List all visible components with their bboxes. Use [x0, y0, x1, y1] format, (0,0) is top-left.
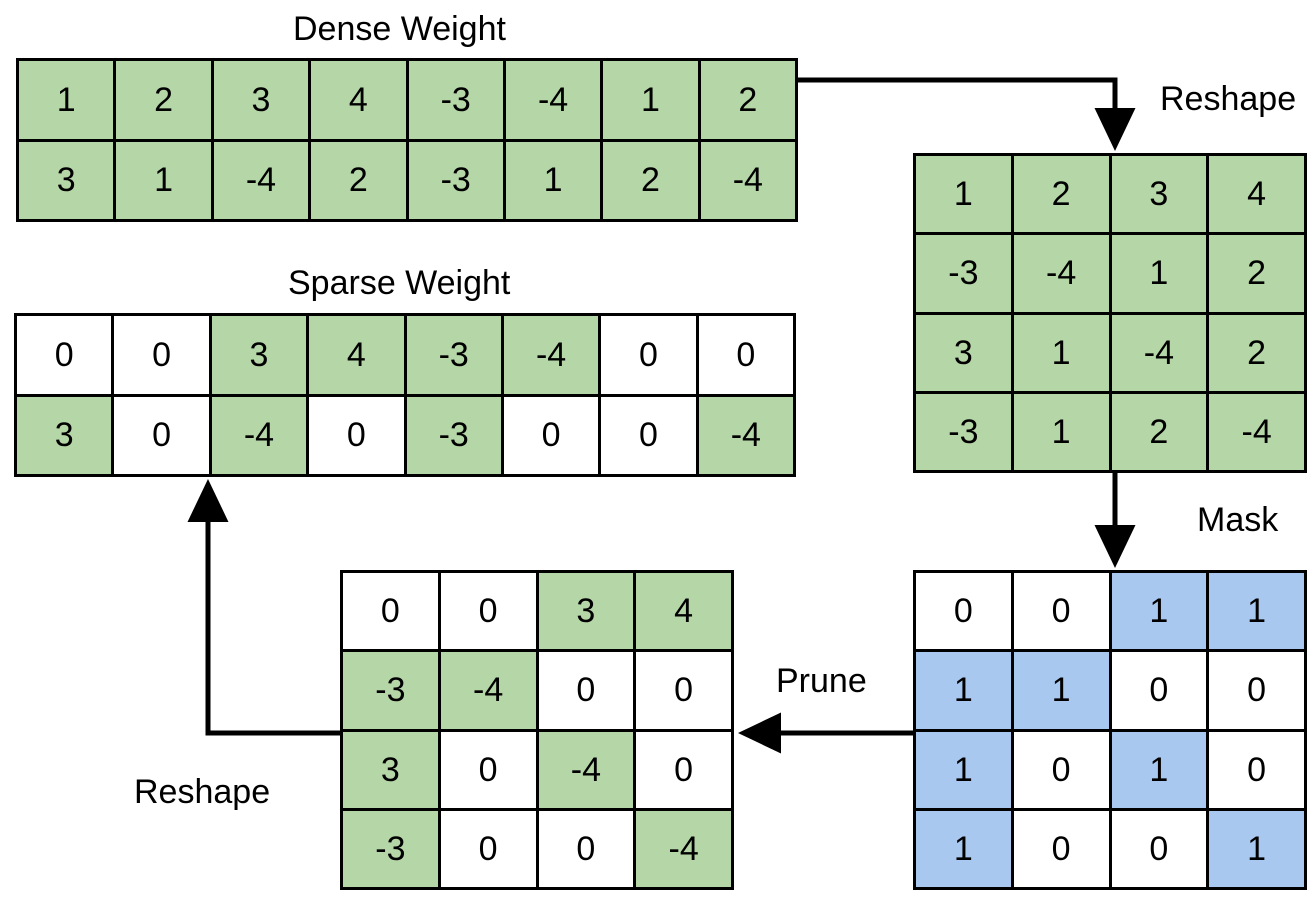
cell-mask-r3c2: 0	[1111, 810, 1207, 887]
cell-dense_weight-r1c6: 2	[603, 141, 698, 219]
cell-pruned_weight-r2c2: -4	[538, 731, 634, 808]
cell-pruned_weight-r2c0: 3	[343, 731, 438, 808]
cell-dense_weight-r1c7: -4	[700, 141, 795, 219]
cell-pruned_weight-r0c1: 0	[440, 573, 536, 650]
reshape-bottom-label: Reshape	[134, 773, 271, 811]
cell-reshaped_weight-r2c0: 3	[916, 314, 1011, 391]
cell-mask-r3c0: 1	[916, 810, 1011, 887]
cell-reshaped_weight-r3c2: 2	[1111, 393, 1207, 470]
mask-label: Mask	[1197, 501, 1279, 539]
cell-reshaped_weight-r3c0: -3	[916, 393, 1011, 470]
cell-reshaped_weight-r0c3: 4	[1209, 156, 1304, 233]
cell-pruned_weight-r3c3: -4	[636, 810, 731, 887]
sparse-weight-title: Sparse Weight	[288, 264, 511, 302]
reshape-top-label: Reshape	[1160, 80, 1297, 118]
cell-reshaped_weight-r2c3: 2	[1209, 314, 1304, 391]
cell-sparse_weight-r1c0: 3	[17, 396, 112, 474]
arrow-reshape-top	[798, 77, 1136, 152]
cell-reshaped_weight-r1c1: -4	[1013, 235, 1109, 312]
cell-sparse_weight-r1c3: 0	[309, 396, 404, 474]
cell-dense_weight-r0c3: 4	[311, 61, 406, 139]
cell-sparse_weight-r0c5: -4	[503, 316, 599, 394]
cell-reshaped_weight-r2c1: 1	[1013, 314, 1109, 391]
cell-mask-r0c3: 1	[1209, 573, 1304, 650]
cell-dense_weight-r0c4: -3	[408, 61, 503, 139]
cell-reshaped_weight-r3c3: -4	[1209, 393, 1304, 470]
cell-mask-r0c0: 0	[916, 573, 1011, 650]
cell-sparse_weight-r0c1: 0	[114, 316, 209, 394]
cell-mask-r3c1: 0	[1013, 810, 1109, 887]
cell-sparse_weight-r1c7: -4	[698, 396, 793, 474]
cell-pruned_weight-r1c0: -3	[343, 652, 438, 729]
cell-pruned_weight-r3c0: -3	[343, 810, 438, 887]
cell-reshaped_weight-r0c1: 2	[1013, 156, 1109, 233]
arrow-reshape-bottom	[187, 478, 340, 736]
cell-dense_weight-r1c1: 1	[116, 141, 211, 219]
cell-dense_weight-r0c6: 1	[603, 61, 698, 139]
cell-sparse_weight-r1c5: 0	[503, 396, 599, 474]
cell-sparse_weight-r1c1: 0	[114, 396, 209, 474]
cell-reshaped_weight-r2c2: -4	[1111, 314, 1207, 391]
cell-sparse_weight-r0c6: 0	[601, 316, 696, 394]
cell-dense_weight-r0c0: 1	[19, 61, 114, 139]
cell-reshaped_weight-r0c0: 1	[916, 156, 1011, 233]
cell-sparse_weight-r1c4: -3	[406, 396, 501, 474]
cell-mask-r1c1: 1	[1013, 652, 1109, 729]
dense-weight-title: Dense Weight	[293, 10, 506, 48]
cell-sparse_weight-r0c3: 4	[309, 316, 404, 394]
cell-mask-r1c3: 0	[1209, 652, 1304, 729]
cell-dense_weight-r1c5: 1	[505, 141, 601, 219]
cell-mask-r2c0: 1	[916, 731, 1011, 808]
cell-dense_weight-r1c4: -3	[408, 141, 503, 219]
cell-pruned_weight-r3c1: 0	[440, 810, 536, 887]
cell-pruned_weight-r0c0: 0	[343, 573, 438, 650]
cell-pruned_weight-r2c1: 0	[440, 731, 536, 808]
cell-dense_weight-r1c0: 3	[19, 141, 114, 219]
cell-mask-r1c2: 0	[1111, 652, 1207, 729]
cell-mask-r0c2: 1	[1111, 573, 1207, 650]
cell-dense_weight-r0c2: 3	[213, 61, 309, 139]
cell-reshaped_weight-r1c3: 2	[1209, 235, 1304, 312]
cell-pruned_weight-r2c3: 0	[636, 731, 731, 808]
prune-label: Prune	[776, 662, 867, 700]
cell-dense_weight-r0c7: 2	[700, 61, 795, 139]
cell-sparse_weight-r1c6: 0	[601, 396, 696, 474]
cell-mask-r2c2: 1	[1111, 731, 1207, 808]
cell-pruned_weight-r1c2: 0	[538, 652, 634, 729]
cell-mask-r2c3: 0	[1209, 731, 1304, 808]
cell-mask-r3c3: 1	[1209, 810, 1304, 887]
cell-reshaped_weight-r3c1: 1	[1013, 393, 1109, 470]
cell-dense_weight-r0c1: 2	[116, 61, 211, 139]
cell-sparse_weight-r0c4: -3	[406, 316, 501, 394]
cell-sparse_weight-r0c0: 0	[17, 316, 112, 394]
cell-mask-r0c1: 0	[1013, 573, 1109, 650]
cell-sparse_weight-r0c7: 0	[698, 316, 793, 394]
cell-pruned_weight-r1c3: 0	[636, 652, 731, 729]
cell-mask-r2c1: 0	[1013, 731, 1109, 808]
cell-pruned_weight-r1c1: -4	[440, 652, 536, 729]
cell-reshaped_weight-r1c0: -3	[916, 235, 1011, 312]
cell-pruned_weight-r0c2: 3	[538, 573, 634, 650]
cell-pruned_weight-r0c3: 4	[636, 573, 731, 650]
cell-sparse_weight-r1c2: -4	[211, 396, 307, 474]
cell-sparse_weight-r0c2: 3	[211, 316, 307, 394]
cell-reshaped_weight-r1c2: 1	[1111, 235, 1207, 312]
cell-mask-r1c0: 1	[916, 652, 1011, 729]
cell-dense_weight-r1c3: 2	[311, 141, 406, 219]
cell-dense_weight-r0c5: -4	[505, 61, 601, 139]
cell-reshaped_weight-r0c2: 3	[1111, 156, 1207, 233]
cell-pruned_weight-r3c2: 0	[538, 810, 634, 887]
cell-dense_weight-r1c2: -4	[213, 141, 309, 219]
